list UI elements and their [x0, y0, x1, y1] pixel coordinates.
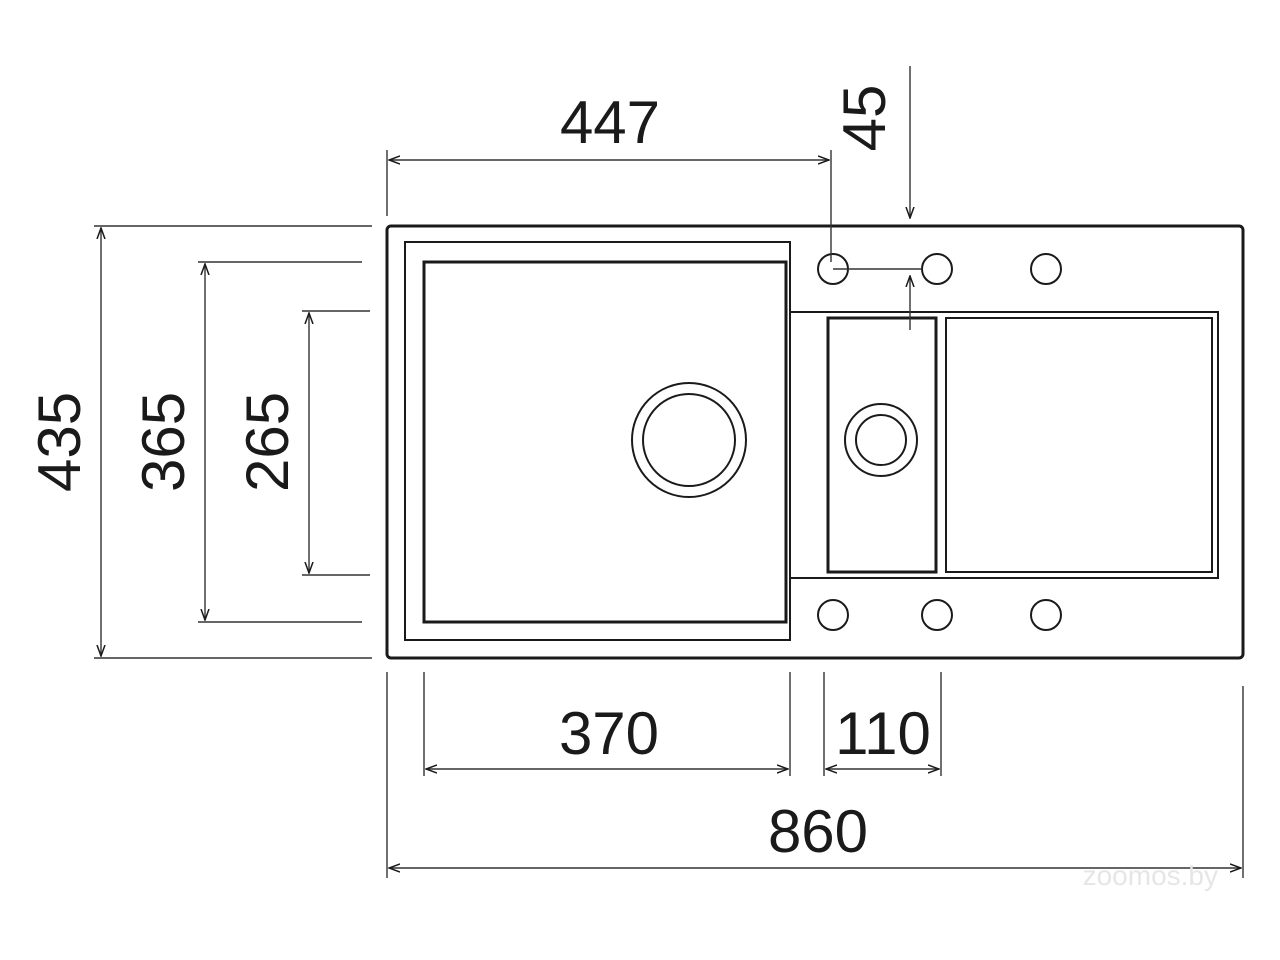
- dim-370: 370: [423, 672, 791, 776]
- drainer-step: [790, 311, 1219, 579]
- main-bowl-rim: [404, 241, 791, 641]
- small-drain: [844, 403, 918, 477]
- small-bowl: [826, 316, 938, 574]
- drainer-area: [945, 317, 1213, 573]
- small-drain-outer: [844, 403, 918, 477]
- main-drain-inner: [642, 393, 736, 487]
- dim-860: 860: [386, 672, 1244, 878]
- dim-label-265: 265: [234, 392, 301, 492]
- dim-label-860: 860: [768, 798, 868, 865]
- tap-hole: [1030, 599, 1062, 631]
- tap-hole: [921, 253, 953, 285]
- main-bowl: [422, 260, 788, 624]
- dim-label-370: 370: [559, 700, 659, 767]
- dim-110: 110: [823, 672, 942, 776]
- small-drain-inner: [855, 414, 907, 466]
- dim-label-435: 435: [26, 392, 93, 492]
- sink-outer-edge: [385, 224, 1245, 660]
- dim-label-365: 365: [130, 392, 197, 492]
- tap-holes: [817, 253, 1062, 631]
- watermark: zoomos.by: [1083, 860, 1218, 891]
- main-drain: [631, 382, 747, 498]
- main-drain-outer: [631, 382, 747, 498]
- dim-label-110: 110: [835, 700, 931, 767]
- dim-447: 447: [386, 89, 832, 262]
- tap-hole: [1030, 253, 1062, 285]
- sink-outline: [385, 224, 1245, 660]
- tap-hole: [921, 599, 953, 631]
- dim-435: 435: [26, 225, 372, 659]
- dim-265: 265: [234, 310, 370, 576]
- dim-label-447: 447: [560, 89, 660, 156]
- tap-hole: [817, 599, 849, 631]
- dim-365: 365: [130, 261, 362, 623]
- dim-label-45: 45: [831, 85, 898, 152]
- dim-45: 45: [831, 66, 922, 330]
